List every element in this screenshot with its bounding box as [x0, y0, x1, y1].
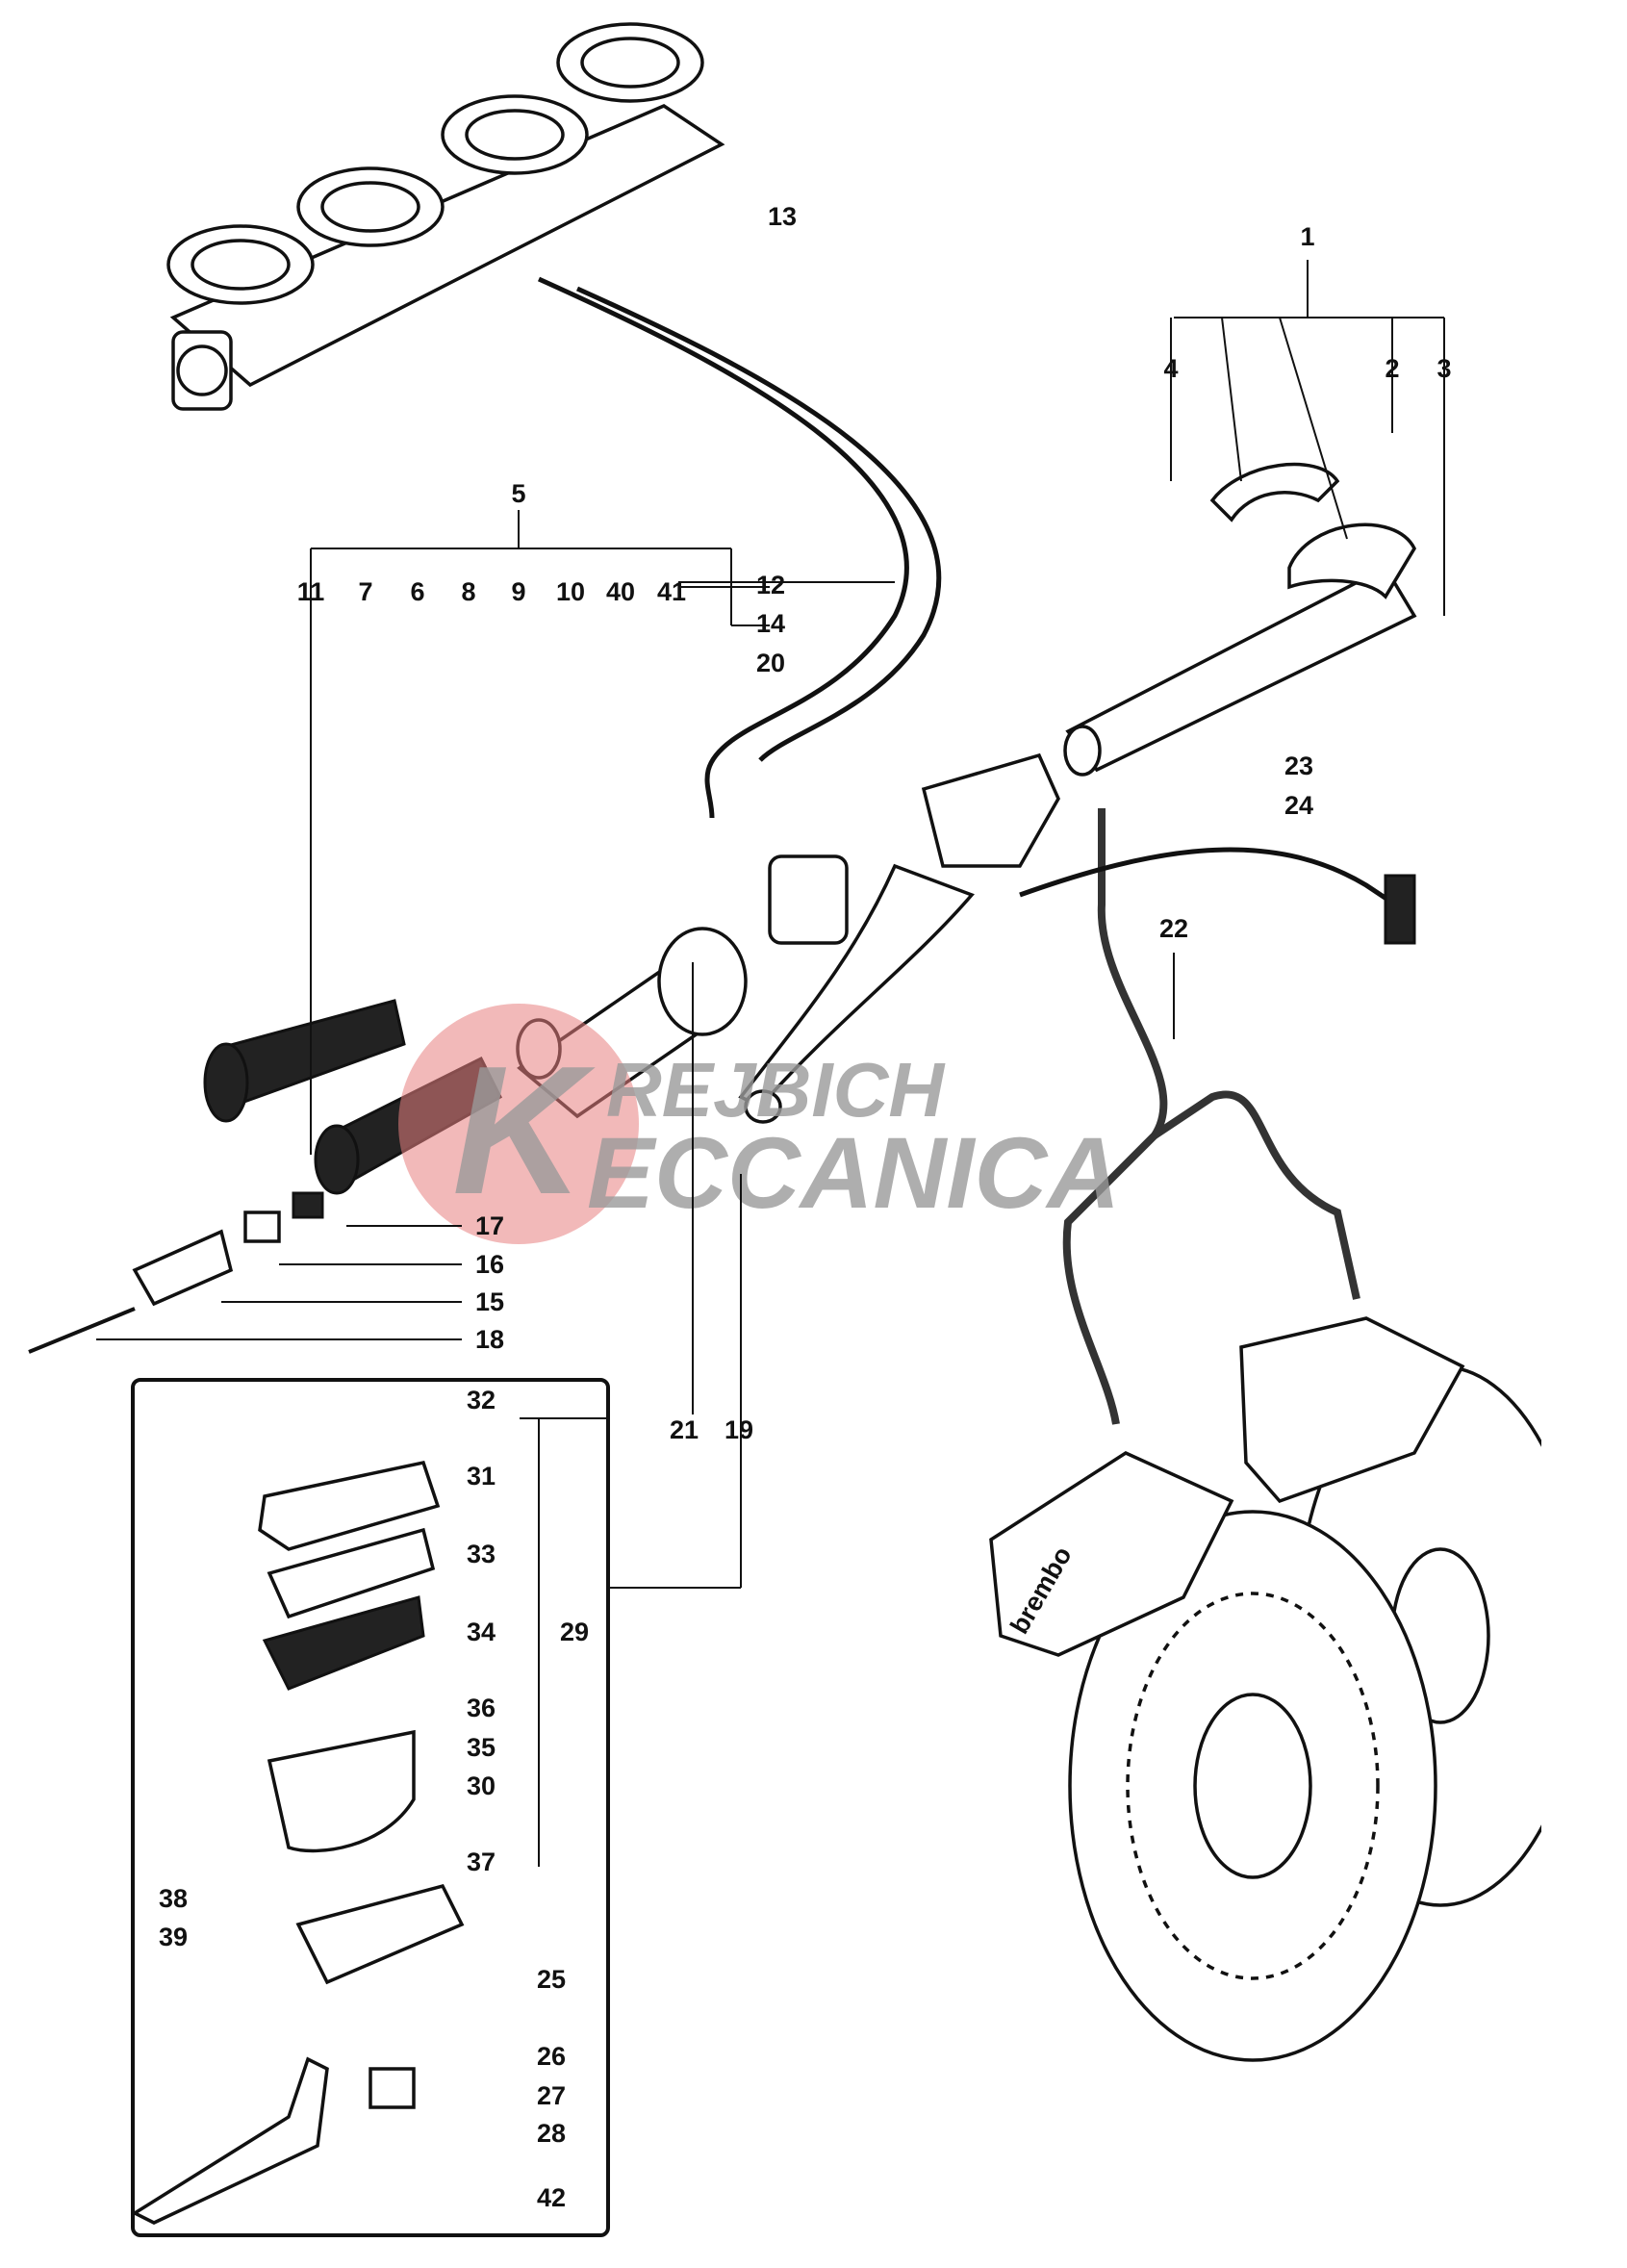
callout-15: 15 — [475, 1287, 504, 1316]
callout-24: 24 — [1284, 791, 1313, 820]
callout-2: 2 — [1385, 354, 1399, 383]
callout-5: 5 — [511, 479, 525, 508]
callout-13: 13 — [768, 202, 797, 231]
callout-27: 27 — [537, 2081, 566, 2110]
callout-36: 36 — [467, 1694, 496, 1722]
leader-line — [1279, 317, 1348, 540]
callout-7: 7 — [358, 577, 372, 606]
callout-3: 3 — [1436, 354, 1451, 383]
callout-37: 37 — [467, 1848, 496, 1876]
callout-35: 35 — [467, 1733, 496, 1762]
callout-33: 33 — [467, 1540, 496, 1568]
callout-31: 31 — [467, 1462, 496, 1491]
handlebar-clip-on — [1063, 462, 1417, 777]
throttle-cables — [537, 276, 942, 819]
callout-39: 39 — [159, 1923, 188, 1951]
callout-8: 8 — [461, 577, 475, 606]
callout-9: 9 — [511, 577, 525, 606]
callout-41: 41 — [657, 577, 686, 606]
callout-34: 34 — [467, 1618, 496, 1646]
callout-12: 12 — [756, 571, 785, 599]
callout-10: 10 — [556, 577, 585, 606]
brake-hoses — [1019, 808, 1416, 1425]
callout-23: 23 — [1284, 752, 1313, 780]
callout-29: 29 — [560, 1618, 589, 1646]
callout-1: 1 — [1300, 222, 1314, 251]
leader-lines — [96, 260, 1445, 1867]
callout-19: 19 — [725, 1415, 753, 1444]
callout-6: 6 — [410, 577, 424, 606]
callout-25: 25 — [537, 1965, 566, 1994]
callout-16: 16 — [475, 1250, 504, 1279]
callout-28: 28 — [537, 2119, 566, 2148]
callout-26: 26 — [537, 2042, 566, 2071]
watermark-initial: K — [452, 1029, 596, 1233]
watermark-line1: REJBICH — [606, 1047, 946, 1133]
callout-30: 30 — [467, 1771, 496, 1800]
callout-14: 14 — [756, 609, 785, 638]
brake-discs: brembo — [989, 1299, 1627, 2062]
callout-42: 42 — [537, 2183, 566, 2212]
callout-40: 40 — [606, 577, 635, 606]
callout-22: 22 — [1159, 914, 1188, 943]
leader-line — [1221, 317, 1242, 482]
callout-21: 21 — [670, 1415, 699, 1444]
callout-32: 32 — [467, 1386, 496, 1414]
callout-18: 18 — [475, 1325, 504, 1354]
watermark-logo: K REJBICH ECCANICA — [398, 1004, 1120, 1244]
callout-38: 38 — [159, 1884, 188, 1913]
master-cylinder-detail-inset — [131, 1378, 610, 2237]
brake-master-cylinder — [738, 752, 1060, 1124]
throttle-body-assembly — [166, 22, 725, 411]
callout-11: 11 — [297, 577, 325, 606]
callout-4: 4 — [1163, 354, 1178, 383]
watermark-line2: ECCANICA — [587, 1117, 1120, 1230]
callout-20: 20 — [756, 649, 785, 677]
callout-17: 17 — [475, 1211, 504, 1240]
